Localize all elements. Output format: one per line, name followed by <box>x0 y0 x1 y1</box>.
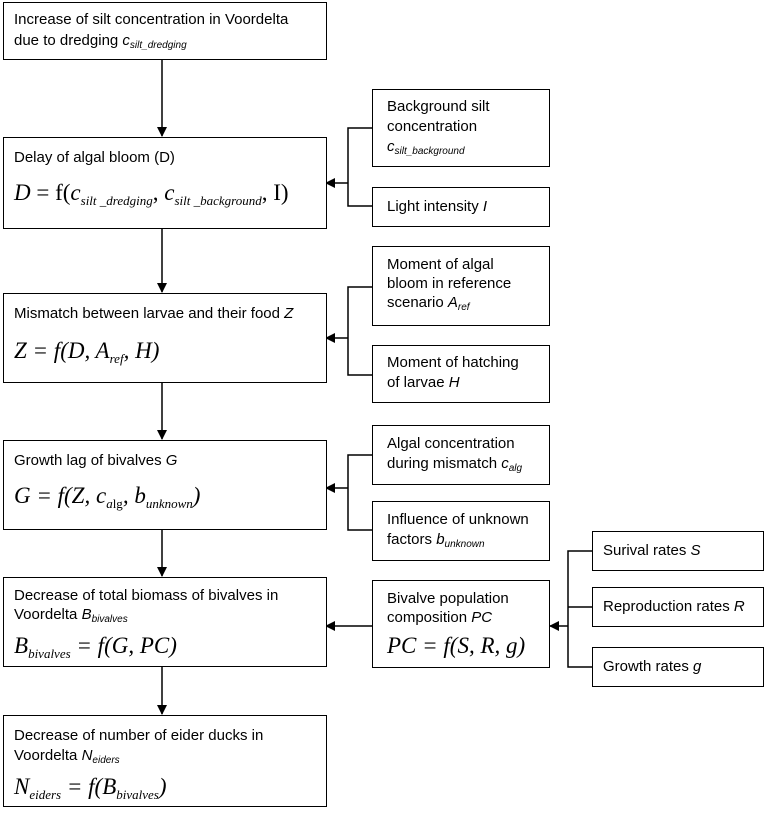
box-background-silt: Background silt concentration csilt_back… <box>372 89 550 167</box>
silt-increase-subscript: silt_dredging <box>129 40 187 51</box>
box-light-intensity: Light intensity I <box>372 187 550 227</box>
moment-algal-line3: scenario <box>387 294 448 311</box>
silt-increase-line1: Increase of silt concentration in Voorde… <box>14 11 289 28</box>
algal-delay-equation: D = f(csilt _dredging, csilt _background… <box>14 180 289 208</box>
unknown-line2: factors <box>387 531 437 548</box>
mismatch-title: Mismatch between larvae and their food <box>14 305 285 322</box>
population-line1: Bivalve population <box>387 590 509 607</box>
moment-algal-line2: bloom in reference <box>387 275 512 292</box>
bg-silt-symbol: c <box>387 138 395 155</box>
population-line2: composition <box>387 609 472 626</box>
box-silt-increase: Increase of silt concentration in Voorde… <box>3 2 327 60</box>
algal-conc-line1: Algal concentration <box>387 435 515 452</box>
box-bivalve-biomass: Decrease of total biomass of bivalves in… <box>3 577 327 667</box>
box-moment-algal-bloom: Moment of algal bloom in reference scena… <box>372 246 550 326</box>
bracket-mismatch <box>347 286 372 376</box>
box-growth-lag: Growth lag of bivalves G G = f(Z, calg, … <box>3 440 327 530</box>
box-population-composition: Bivalve population composition PC PC = f… <box>372 580 550 668</box>
bg-silt-line1: Background silt <box>387 98 490 115</box>
silt-increase-line2: due to dredging <box>14 32 123 49</box>
growth-label: Growth rates <box>603 658 694 675</box>
hatching-line1: Moment of hatching <box>387 354 519 371</box>
moment-algal-line1: Moment of algal <box>387 256 494 273</box>
box-hatching: Moment of hatching of larvae H <box>372 345 550 403</box>
algal-delay-title: Delay of algal bloom (D) <box>14 149 175 166</box>
survival-label: Surival rates <box>603 542 691 559</box>
box-survival-rates: Surival rates S <box>592 531 764 571</box>
population-equation: PC = f(S, R, g) <box>387 633 526 658</box>
eider-line2: Voordelta <box>14 747 82 764</box>
eider-equation: Neiders = f(Bbivalves) <box>14 774 167 802</box>
biomass-line1: Decrease of total biomass of bivalves in <box>14 587 279 604</box>
growth-lag-title: Growth lag of bivalves <box>14 452 166 469</box>
hatching-line2: of larvae <box>387 374 449 391</box>
box-unknown-factors: Influence of unknown factors bunknown <box>372 501 550 561</box>
bracket-population <box>567 550 592 668</box>
reproduction-label: Reproduction rates <box>603 598 734 615</box>
box-eider-ducks: Decrease of number of eider ducks in Voo… <box>3 715 327 807</box>
biomass-equation: Bbivalves = f(G, PC) <box>14 633 177 661</box>
mismatch-equation: Z = f(D, Aref, H) <box>14 338 160 366</box>
biomass-line2: Voordelta <box>14 606 82 623</box>
growth-lag-equation: G = f(Z, calg, bunknown) <box>14 483 201 511</box>
eider-line1: Decrease of number of eider ducks in <box>14 727 264 744</box>
silt-increase-symbol: c <box>122 32 130 49</box>
box-mismatch: Mismatch between larvae and their food Z… <box>3 293 327 383</box>
bracket-growth-lag <box>347 454 372 531</box>
unknown-line1: Influence of unknown <box>387 511 529 528</box>
bg-silt-line2: concentration <box>387 118 478 135</box>
box-reproduction-rates: Reproduction rates R <box>592 587 764 627</box>
box-algal-concentration: Algal concentration during mismatch calg <box>372 425 550 485</box>
box-algal-delay: Delay of algal bloom (D) D = f(csilt _dr… <box>3 137 327 229</box>
algal-conc-line2: during mismatch <box>387 455 502 472</box>
light-label: Light intensity <box>387 198 483 215</box>
box-growth-rates: Growth rates g <box>592 647 764 687</box>
bracket-delay <box>347 127 372 207</box>
